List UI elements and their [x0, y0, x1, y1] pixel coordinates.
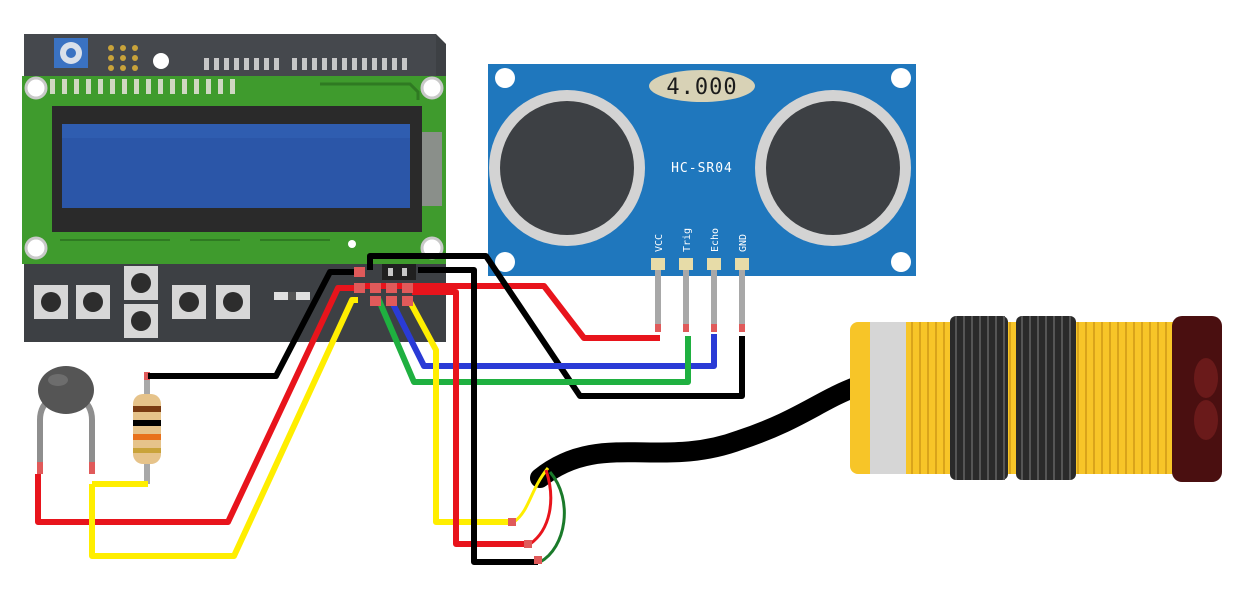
crystal-oscillator: 4.000 — [649, 70, 755, 102]
wire-red-sensor — [412, 289, 528, 547]
wire-blue-echo — [387, 296, 717, 369]
mounting-hole-icon — [24, 236, 48, 260]
mounting-hole-icon — [153, 53, 169, 69]
mounting-hole-icon — [420, 76, 444, 100]
wire-red-thermistor — [35, 285, 358, 525]
mounting-hole-icon — [495, 68, 515, 88]
mounting-hole-icon — [891, 252, 911, 272]
lcd-keypad-shield — [22, 34, 446, 342]
wire-black-resistor — [148, 269, 360, 379]
wire-yellow-thermistor — [89, 297, 358, 559]
resistor — [133, 372, 161, 484]
wire-black-sensor — [418, 267, 538, 565]
shield-pin-pads — [354, 267, 413, 306]
wires — [35, 253, 745, 565]
lcd-pins-icon — [50, 79, 235, 94]
crystal-readout: 4.000 — [666, 75, 737, 100]
icsp-header-icon — [108, 45, 138, 71]
analog-header — [382, 264, 416, 280]
ultrasonic-sensor: 4.000 HC-SR04 VCC Trig Echo GND — [488, 64, 916, 332]
right-button[interactable] — [172, 285, 206, 319]
mounting-hole-icon — [24, 76, 48, 100]
pin-label-gnd: GND — [738, 234, 749, 252]
select-button[interactable] — [124, 304, 158, 338]
pin-label-vcc: VCC — [654, 234, 665, 252]
left-button[interactable] — [34, 285, 68, 319]
mounting-hole-icon — [891, 68, 911, 88]
pin-label-echo: Echo — [710, 228, 721, 252]
pin-label-trig: Trig — [682, 228, 693, 252]
lock-nut-icon — [1016, 316, 1076, 480]
top-header-pins-icon — [204, 58, 407, 70]
reset-button[interactable] — [216, 285, 250, 319]
wire-black-gnd — [367, 253, 745, 399]
thermistor — [37, 366, 95, 474]
photoelectric-sensor — [508, 316, 1222, 564]
sensor-model-label: HC-SR04 — [671, 161, 733, 176]
transmitter-transducer-icon — [489, 90, 645, 246]
wire-red-vcc — [360, 283, 660, 341]
sensor-cable — [530, 376, 868, 488]
wire-green-trig — [375, 296, 691, 385]
lens-cap — [1172, 316, 1222, 482]
wire-yellow-sensor — [405, 296, 512, 525]
up-button[interactable] — [124, 266, 158, 300]
down-button[interactable] — [76, 285, 110, 319]
keypad-buttons — [34, 266, 250, 338]
sensor-pin-legs — [655, 270, 745, 330]
potentiometer-icon[interactable] — [54, 38, 88, 68]
lock-nut-icon — [950, 316, 1008, 480]
mounting-hole-icon — [495, 252, 515, 272]
receiver-transducer-icon — [755, 90, 911, 246]
